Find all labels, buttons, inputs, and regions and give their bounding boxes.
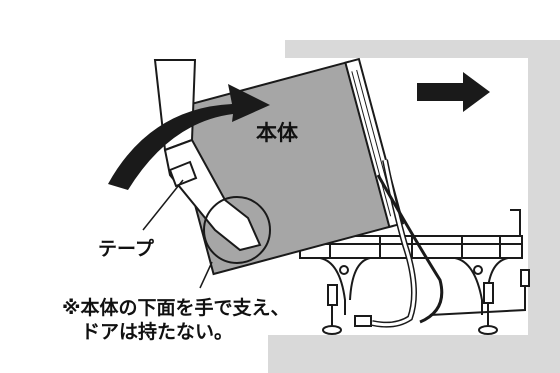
tape-leader — [142, 179, 184, 231]
caption-note: ※本体の下面を手で支え、 ドアは持たない。 — [62, 297, 290, 343]
main-unit-label: 本体 — [256, 121, 298, 145]
caption-leader — [199, 261, 213, 289]
base-stand — [299, 209, 530, 335]
tape-label: テープ — [98, 238, 154, 260]
hoses — [354, 159, 444, 328]
wall-recess — [268, 40, 560, 373]
push-arrow — [417, 72, 490, 112]
rotation-arrow — [108, 84, 270, 190]
detail-circle — [203, 196, 271, 264]
